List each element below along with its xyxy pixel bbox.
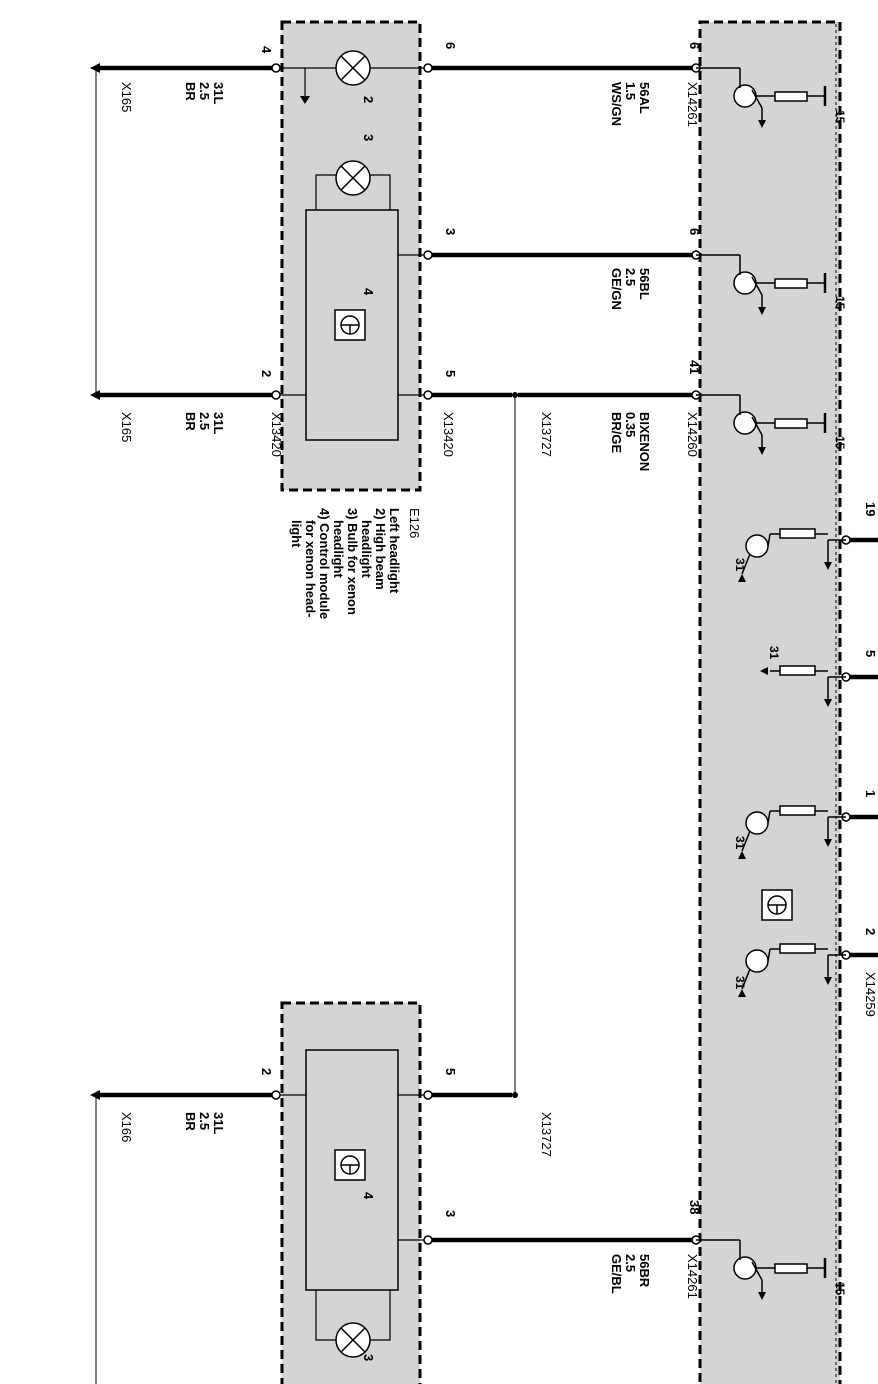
pin-number: 2 <box>259 1068 274 1075</box>
legend-line: headlight <box>359 520 374 578</box>
wire-label: 2.5 <box>623 268 638 286</box>
pin-number: 4 <box>259 46 274 54</box>
pin-number: 19 <box>863 502 878 516</box>
supply-15: 15 <box>833 296 847 310</box>
supply-15: 15 <box>833 1282 847 1296</box>
wire-label: 56AL <box>637 82 652 114</box>
wire-label: 2.5 <box>197 412 212 430</box>
wire-label: 31L <box>211 412 226 434</box>
pin-number: 38 <box>687 1200 702 1214</box>
pin-number: 3 <box>443 228 458 235</box>
connector-label: X14260 <box>685 412 700 457</box>
connector-label: X14261 <box>685 82 700 127</box>
connector-label: X13727 <box>539 1112 554 1157</box>
legend-line: Left headlight <box>387 508 402 594</box>
high-beam-bulb <box>335 50 371 86</box>
wire-label: 31L <box>211 82 226 104</box>
wire-label: 31L <box>211 1112 226 1134</box>
wire-label: BR <box>183 1112 198 1131</box>
ground-31: 31 <box>767 646 781 660</box>
wire-label: BR <box>183 82 198 101</box>
pin-number: 5 <box>863 650 878 657</box>
module-symbol-icon <box>761 889 793 921</box>
wire-label: GE/BL <box>609 1254 624 1294</box>
connector-label: X165 <box>119 82 134 112</box>
ground-31: 31 <box>733 976 747 990</box>
connector-label: X13727 <box>539 412 554 457</box>
legend-line: 2) High beam <box>373 508 388 590</box>
ground-31: 31 <box>733 558 747 572</box>
pin-number: 5 <box>443 1068 458 1075</box>
pin-number: 2 <box>259 370 274 377</box>
legend-line: headlight <box>331 520 346 578</box>
wire-label: BIXENON <box>637 412 652 471</box>
pin-number: 6 <box>687 42 702 49</box>
wire-label: 2.5 <box>197 82 212 100</box>
connector-label: X165 <box>119 412 134 442</box>
wire-label: 0.35 <box>623 412 638 437</box>
xenon-bulb-left <box>335 160 371 196</box>
component-number: 4 <box>361 1192 376 1200</box>
wire-label: 56BR <box>637 1254 652 1288</box>
pin-number: 1 <box>863 790 878 797</box>
component-number: 3 <box>361 1354 376 1361</box>
pin-number: 41 <box>687 360 702 374</box>
wire-label: GE/GN <box>609 268 624 310</box>
wire-label: 56BL <box>637 268 652 300</box>
connector-label: X13420 <box>441 412 456 457</box>
control-unit-box <box>698 20 842 1384</box>
supply-15: 15 <box>833 110 847 124</box>
connector-label: X14261 <box>685 1254 700 1299</box>
pin-number: 3 <box>443 1210 458 1217</box>
connector-label: X14259 <box>863 972 878 1017</box>
legend-title: E126 <box>407 508 422 538</box>
pin-number: 2 <box>863 928 878 935</box>
ground-31: 31 <box>733 836 747 850</box>
connector-label: X166 <box>119 1112 134 1142</box>
wire-label: WS/GN <box>609 82 624 126</box>
supply-15: 15 <box>833 436 847 450</box>
ground-arrow <box>300 96 310 104</box>
component-number: 2 <box>361 96 376 103</box>
legend-line: 3) Bulb for xenon <box>345 508 360 615</box>
module-symbol-icon <box>334 309 366 341</box>
legend-line: for xenon head- <box>303 520 318 618</box>
wire-label: 2.5 <box>197 1112 212 1130</box>
wire-label: 2.5 <box>623 1254 638 1272</box>
driver-stages <box>696 67 827 1300</box>
pin-number: 5 <box>443 370 458 377</box>
legend-line: light <box>289 520 304 548</box>
low-side-stages <box>738 528 846 997</box>
legend-line: 4) Control module <box>317 508 332 619</box>
xenon-bulb-right <box>335 1322 371 1358</box>
module-symbol-icon <box>334 1149 366 1181</box>
pin-number: 6 <box>443 42 458 49</box>
component-number: 3 <box>361 134 376 141</box>
component-number: 4 <box>361 288 376 296</box>
wire-label: 1.5 <box>623 82 638 100</box>
wire-label: BR/GE <box>609 412 624 454</box>
wire-label: BR <box>183 412 198 431</box>
pin-number: 6 <box>687 228 702 235</box>
connector-label: X13420 <box>269 412 284 457</box>
